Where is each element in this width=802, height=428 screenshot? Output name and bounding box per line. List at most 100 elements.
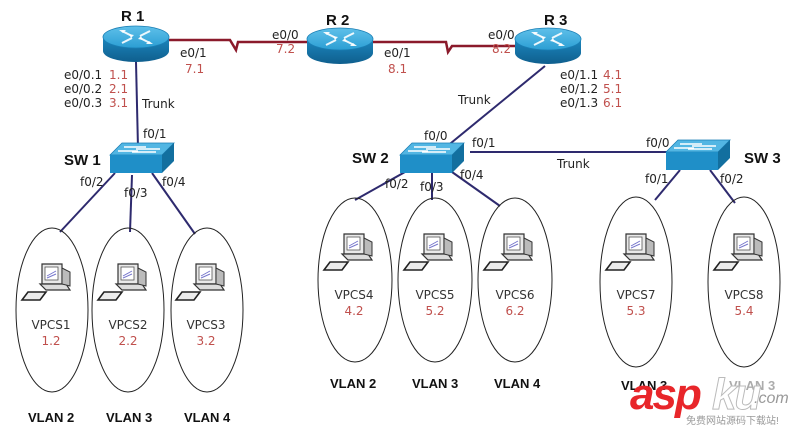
switch-icon-sw1[interactable] bbox=[109, 142, 175, 174]
pc-ip-vpcs5: 5.2 bbox=[425, 304, 445, 318]
r3-e00-ip: 8.2 bbox=[492, 42, 512, 56]
r2-e01-label: e0/1 bbox=[384, 46, 411, 60]
r1-subif-1: e0/0.1 bbox=[64, 68, 103, 82]
router-label-r3: R 3 bbox=[544, 12, 568, 29]
switch-icon-sw2[interactable] bbox=[399, 142, 465, 174]
watermark-main2: ku bbox=[711, 370, 761, 420]
pc-name-vpcs3: VPCS3 bbox=[186, 318, 226, 332]
pc-name-vpcs4: VPCS4 bbox=[334, 288, 374, 302]
pc-ip-vpcs7: 5.3 bbox=[626, 304, 646, 318]
sw1-port-f01: f0/1 bbox=[143, 127, 167, 141]
r3-subif-3: e0/1.3 bbox=[560, 96, 599, 110]
trunk-link-r3-sw2 bbox=[439, 65, 546, 153]
r3-subif-2: e0/1.2 bbox=[560, 82, 599, 96]
router-icon-r1[interactable] bbox=[102, 25, 170, 63]
watermark-main: asp bbox=[630, 370, 702, 419]
sw1-port-f04: f0/4 bbox=[162, 175, 186, 189]
serial-link-r2-r3 bbox=[372, 40, 520, 56]
pc-ip-vpcs2: 2.2 bbox=[118, 334, 138, 348]
pc-name-vpcs8: VPCS8 bbox=[724, 288, 764, 302]
watermark: asp ku .com 免费网站源码下载站! bbox=[630, 370, 802, 428]
trunk-link-r1-sw1 bbox=[135, 61, 139, 149]
r1-e01-label: e0/1 bbox=[180, 46, 207, 60]
link-sw3-vpcs8 bbox=[709, 169, 736, 204]
pc-ip-vpcs4: 4.2 bbox=[344, 304, 364, 318]
vlan-label-vpcs1: VLAN 2 bbox=[28, 410, 75, 425]
pc-ip-vpcs6: 6.2 bbox=[505, 304, 525, 318]
r3-subif-1: e0/1.1 bbox=[560, 68, 599, 82]
link-sw2-vpcs6 bbox=[451, 171, 501, 207]
pc-icon-vpcs6[interactable] bbox=[483, 233, 533, 271]
pc-icon-vpcs5[interactable] bbox=[403, 233, 453, 271]
r3-subif-1-ip: 4.1 bbox=[603, 68, 623, 82]
pc-icon-vpcs1[interactable] bbox=[21, 263, 71, 301]
pc-name-vpcs2: VPCS2 bbox=[108, 318, 148, 332]
router-icon-r2[interactable] bbox=[306, 27, 374, 65]
pc-ip-vpcs1: 1.2 bbox=[41, 334, 61, 348]
link-sw2-vpcs4 bbox=[354, 171, 406, 201]
sw2-port-f02: f0/2 bbox=[385, 177, 409, 191]
vlan-label-vpcs3: VLAN 4 bbox=[184, 410, 231, 425]
switch-label-sw1: SW 1 bbox=[64, 152, 101, 169]
r2-e00-ip: 7.2 bbox=[276, 42, 296, 56]
r1-subif-3-ip: 3.1 bbox=[109, 96, 129, 110]
router-label-r2: R 2 bbox=[326, 12, 350, 29]
vlan-ellipse-vpcs4 bbox=[317, 197, 393, 363]
pc-icon-vpcs3[interactable] bbox=[175, 263, 225, 301]
router-label-r1: R 1 bbox=[121, 8, 145, 25]
pc-ip-vpcs3: 3.2 bbox=[196, 334, 216, 348]
switch-label-sw3: SW 3 bbox=[744, 150, 781, 167]
link-sw1-vpcs2 bbox=[129, 174, 133, 233]
vlan-label-vpcs4: VLAN 2 bbox=[330, 376, 377, 391]
r1-subif-2-ip: 2.1 bbox=[109, 82, 129, 96]
vlan-ellipse-vpcs5 bbox=[397, 197, 473, 363]
trunk-label-r3-sw2: Trunk bbox=[458, 93, 491, 107]
sw2-port-f00: f0/0 bbox=[424, 129, 448, 143]
r3-subif-2-ip: 5.1 bbox=[603, 82, 623, 96]
r2-e01-ip: 8.1 bbox=[388, 62, 408, 76]
vlan-ellipse-vpcs3 bbox=[170, 227, 244, 393]
watermark-tagline: 免费网站源码下载站! bbox=[686, 416, 779, 427]
sw3-port-f00: f0/0 bbox=[646, 136, 670, 150]
switch-icon-sw3[interactable] bbox=[665, 139, 731, 171]
r2-e00-label: e0/0 bbox=[272, 28, 299, 42]
pc-name-vpcs7: VPCS7 bbox=[616, 288, 656, 302]
sw1-port-f03: f0/3 bbox=[124, 186, 148, 200]
sw1-port-f02: f0/2 bbox=[80, 175, 104, 189]
r1-subif-1-ip: 1.1 bbox=[109, 68, 129, 82]
r1-subif-3: e0/0.3 bbox=[64, 96, 103, 110]
sw2-port-f01: f0/1 bbox=[472, 136, 496, 150]
pc-icon-vpcs7[interactable] bbox=[605, 233, 655, 271]
vlan-label-vpcs6: VLAN 4 bbox=[494, 376, 541, 391]
vlan-ellipse-vpcs7 bbox=[599, 196, 673, 368]
vlan-ellipse-vpcs6 bbox=[477, 197, 553, 363]
r1-e01-ip: 7.1 bbox=[185, 62, 205, 76]
sw3-port-f02: f0/2 bbox=[720, 172, 744, 186]
pc-icon-vpcs8[interactable] bbox=[713, 233, 763, 271]
serial-link-r1-r2 bbox=[168, 38, 310, 54]
router-icon-r3[interactable] bbox=[514, 27, 582, 65]
sw2-port-f04: f0/4 bbox=[460, 168, 484, 182]
trunk-label-sw2-sw3: Trunk bbox=[557, 157, 590, 171]
link-sw1-vpcs1 bbox=[59, 172, 116, 233]
pc-ip-vpcs8: 5.4 bbox=[734, 304, 754, 318]
pc-name-vpcs5: VPCS5 bbox=[415, 288, 455, 302]
link-sw1-vpcs3 bbox=[151, 172, 196, 235]
vlan-label-vpcs8: VLAN 3 bbox=[729, 378, 776, 393]
pc-name-vpcs1: VPCS1 bbox=[31, 318, 71, 332]
r3-e00-label: e0/0 bbox=[488, 28, 515, 42]
vlan-ellipse-vpcs2 bbox=[91, 227, 165, 393]
sw3-port-f01: f0/1 bbox=[645, 172, 669, 186]
vlan-label-vpcs7: VLAN 3 bbox=[621, 378, 668, 393]
vlan-ellipse-vpcs1 bbox=[15, 227, 89, 393]
trunk-label-r1-sw1: Trunk bbox=[142, 97, 175, 111]
watermark-suffix: .com bbox=[754, 390, 789, 407]
vlan-ellipse-vpcs8 bbox=[707, 196, 781, 368]
pc-icon-vpcs4[interactable] bbox=[323, 233, 373, 271]
vlan-label-vpcs2: VLAN 3 bbox=[106, 410, 153, 425]
pc-icon-vpcs2[interactable] bbox=[97, 263, 147, 301]
switch-label-sw2: SW 2 bbox=[352, 150, 389, 167]
r3-subif-3-ip: 6.1 bbox=[603, 96, 623, 110]
link-sw3-vpcs7 bbox=[654, 169, 681, 201]
